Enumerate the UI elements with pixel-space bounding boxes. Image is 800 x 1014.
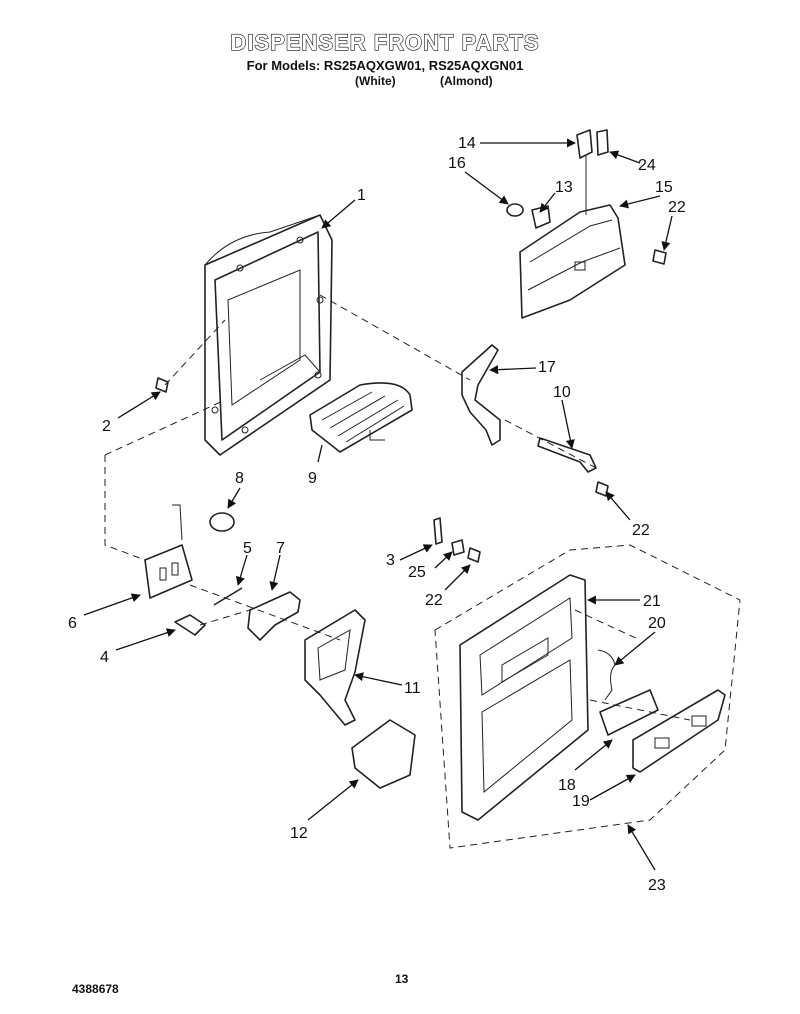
callout-22-upper: 22 — [668, 199, 686, 216]
page-number: 13 — [395, 972, 409, 986]
leader-lines — [83, 138, 673, 871]
callout-9: 9 — [308, 470, 317, 487]
callout-20: 20 — [648, 615, 666, 632]
document-number: 4388678 — [72, 982, 119, 996]
callout-24: 24 — [638, 157, 656, 174]
part-10-actuator-rod — [537, 437, 597, 473]
part-1-housing-frame — [204, 214, 333, 456]
part-17-lever-bracket — [461, 344, 501, 446]
callout-15: 15 — [655, 179, 673, 196]
callout-22-lower: 22 — [632, 522, 650, 539]
callout-4: 4 — [100, 649, 109, 666]
callout-6: 6 — [68, 615, 77, 632]
callout-8: 8 — [235, 470, 244, 487]
part-4-spring — [174, 614, 206, 636]
part-22-screw-lower — [595, 481, 609, 497]
part-22-screw-upper — [652, 249, 667, 265]
callout-3: 3 — [386, 552, 395, 569]
part-22-screw-mid — [467, 547, 481, 563]
part-12-ice-chute-door — [351, 719, 416, 789]
part-20-wire-harness — [597, 649, 616, 701]
callout-18: 18 — [558, 777, 576, 794]
callout-11: 11 — [404, 680, 421, 697]
callout-1: 1 — [357, 187, 366, 204]
callout-14: 14 — [458, 135, 476, 152]
callout-5: 5 — [243, 540, 252, 557]
part-6-solenoid — [144, 504, 193, 599]
callout-12: 12 — [290, 825, 308, 842]
part-5-pin — [213, 587, 243, 606]
callout-23: 23 — [648, 877, 666, 894]
part-8-damper — [209, 512, 235, 532]
part-15-upper-housing — [519, 204, 626, 319]
variant-almond: (Almond) — [440, 74, 493, 88]
assembly-23-outline — [434, 544, 741, 849]
variant-white: (White) — [355, 74, 396, 88]
part-18-control-board — [599, 689, 659, 736]
part-7-lever-arm — [247, 591, 301, 641]
callout-2: 2 — [102, 418, 111, 435]
part-19-label-overlay — [632, 689, 726, 773]
part-14-switch — [576, 129, 593, 215]
part-25-clip — [451, 539, 465, 556]
page-title: DISPENSER FRONT PARTS — [230, 29, 540, 55]
models-subtitle: For Models: RS25AQXGW01, RS25AQXGN01 — [246, 58, 524, 73]
part-21-front-panel — [459, 574, 589, 821]
part-2-screw — [155, 377, 169, 393]
callout-16: 16 — [448, 155, 466, 172]
alignment-line-frame — [164, 294, 601, 471]
alignment-line-pin — [189, 584, 341, 641]
alignment-line-solenoid — [104, 399, 226, 561]
part-11-ice-chute-arm — [304, 609, 366, 726]
callout-21: 21 — [643, 593, 661, 610]
callout-22-mid: 22 — [425, 592, 443, 609]
callout-10: 10 — [553, 384, 571, 401]
callout-25: 25 — [408, 564, 426, 581]
part-24-pad — [596, 129, 609, 156]
part-3-spring-clip — [433, 517, 443, 545]
part-13-socket — [531, 205, 551, 229]
callout-13: 13 — [555, 179, 573, 196]
callout-7: 7 — [276, 540, 285, 557]
part-9-drip-grille — [309, 382, 413, 453]
callout-17: 17 — [538, 359, 556, 376]
alignment-line-panel — [574, 609, 691, 721]
callout-19: 19 — [572, 793, 590, 810]
part-16-bulb — [506, 203, 524, 217]
